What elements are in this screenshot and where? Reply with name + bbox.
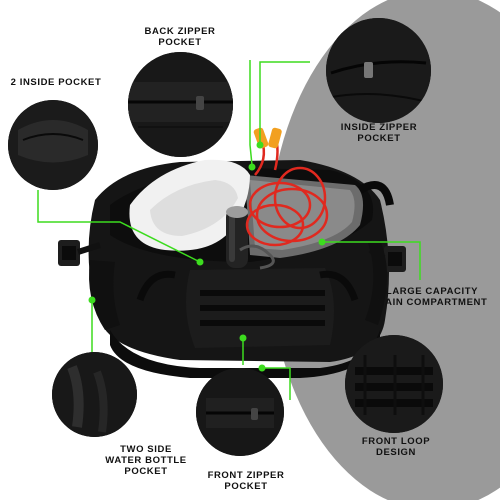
label-front-zipper-pocket: FRONT ZIPPER POCKET bbox=[196, 470, 296, 492]
label-line: POCKET bbox=[357, 133, 401, 144]
front-zipper-dot bbox=[239, 334, 247, 342]
front-loop-line bbox=[262, 367, 291, 400]
zipper-pull-icon bbox=[364, 62, 373, 78]
label-line: LARGE CAPACITY bbox=[385, 286, 479, 297]
label-line: WATER BOTTLE bbox=[105, 455, 187, 466]
label-line: POCKET bbox=[158, 37, 202, 48]
label-back-zipper-pocket: BACK ZIPPER POCKET bbox=[130, 26, 230, 48]
label-main-compartment: LARGE CAPACITY MAIN COMPARTMENT bbox=[368, 286, 496, 308]
inside-zipper-dot bbox=[256, 141, 264, 149]
inset-inside-pocket bbox=[8, 100, 98, 190]
inside-pocket-line bbox=[37, 190, 201, 263]
label-line: BACK ZIPPER bbox=[144, 26, 216, 37]
label-line: POCKET bbox=[224, 481, 268, 492]
inset-inside-zipper-pocket bbox=[326, 18, 431, 123]
label-water-bottle-pocket: TWO SIDE WATER BOTTLE POCKET bbox=[96, 444, 196, 477]
inside-pocket-dot bbox=[196, 258, 204, 266]
label-front-loop-design: FRONT LOOP DESIGN bbox=[346, 436, 446, 458]
inset-water-bottle-pocket bbox=[52, 352, 137, 437]
label-line: FRONT ZIPPER bbox=[207, 470, 285, 481]
label-line: MAIN COMPARTMENT bbox=[376, 297, 488, 308]
back-zipper-line bbox=[249, 60, 253, 166]
back-zipper-dot bbox=[248, 163, 256, 171]
label-line: INSIDE ZIPPER bbox=[340, 122, 418, 133]
label-line: FRONT LOOP bbox=[361, 436, 431, 447]
label-line: TWO SIDE bbox=[120, 444, 172, 455]
inset-front-loop-design bbox=[345, 335, 443, 433]
label-inside-pocket: 2 INSIDE POCKET bbox=[6, 77, 106, 88]
main-compartment-dot bbox=[318, 238, 326, 246]
main-compartment-line bbox=[322, 241, 421, 280]
water-bottle-dot bbox=[88, 296, 96, 304]
inset-back-zipper-pocket bbox=[128, 52, 233, 157]
front-loop-dot bbox=[258, 364, 266, 372]
label-line: POCKET bbox=[124, 466, 168, 477]
inside-zipper-line bbox=[259, 61, 310, 145]
label-line: 2 INSIDE POCKET bbox=[10, 77, 102, 88]
label-line: DESIGN bbox=[375, 447, 417, 458]
label-inside-zipper-pocket: INSIDE ZIPPER POCKET bbox=[325, 122, 433, 144]
inset-front-zipper-pocket bbox=[196, 368, 284, 456]
